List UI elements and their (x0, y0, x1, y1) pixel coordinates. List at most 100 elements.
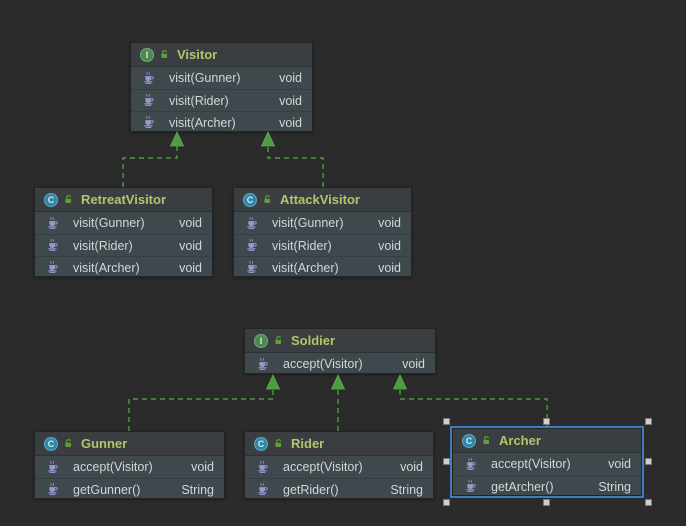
java-method-icon (45, 238, 60, 253)
node-title: AttackVisitor (280, 192, 360, 207)
inheritance-edge-attack-visitor-to-visitor (267, 146, 324, 187)
uml-node-body: accept(Visitor) void getArcher() String (453, 453, 641, 497)
uml-node-body: visit(Gunner) void visit(Rider) void (234, 212, 411, 278)
unlock-icon (273, 335, 284, 346)
selection-handle[interactable] (543, 418, 550, 425)
selection-handle[interactable] (645, 418, 652, 425)
method-row[interactable]: visit(Gunner) void (234, 212, 411, 234)
uml-node-header[interactable]: C Gunner (35, 432, 224, 456)
java-method-icon (45, 460, 60, 475)
interface-icon: I (140, 47, 154, 62)
uml-node-body: accept(Visitor) void getRider() String (245, 456, 433, 500)
java-method-icon (141, 115, 156, 130)
selection-handle[interactable] (443, 499, 450, 506)
inheritance-edge-gunner-to-soldier (128, 389, 274, 431)
method-return-type: void (400, 460, 423, 474)
kind-letter: C (257, 438, 265, 449)
java-method-icon (244, 216, 259, 231)
method-name: visit(Archer) (272, 260, 339, 275)
inheritance-arrowhead (392, 374, 408, 390)
kind-letter: C (246, 194, 254, 205)
method-name: visit(Archer) (73, 260, 140, 275)
class-icon: C (44, 436, 58, 451)
method-row[interactable]: visit(Archer) void (35, 256, 212, 278)
method-name: visit(Gunner) (272, 216, 344, 230)
java-method-icon (255, 482, 270, 497)
java-method-icon (463, 479, 478, 494)
uml-node-visitor[interactable]: I Visitor visit(Gunner) void (130, 42, 313, 132)
method-row[interactable]: getArcher() String (453, 475, 641, 497)
uml-node-body: visit(Gunner) void visit(Rider) void (131, 67, 312, 133)
class-icon: C (243, 192, 257, 207)
unlock-icon (159, 49, 170, 60)
inheritance-arrowhead (260, 131, 276, 147)
method-row[interactable]: visit(Gunner) void (35, 212, 212, 234)
uml-node-header[interactable]: C RetreatVisitor (35, 188, 212, 212)
java-method-icon (244, 260, 259, 275)
method-name: getRider() (283, 482, 339, 497)
method-row[interactable]: getGunner() String (35, 478, 224, 500)
uml-node-header[interactable]: C Archer (453, 429, 641, 453)
uml-node-rider[interactable]: C Rider accept(Visitor) void (244, 431, 434, 499)
method-row[interactable]: accept(Visitor) void (245, 456, 433, 478)
method-return-type: void (279, 93, 302, 108)
method-row[interactable]: visit(Gunner) void (131, 67, 312, 89)
method-name: accept(Visitor) (491, 457, 571, 471)
selection-handle[interactable] (543, 499, 550, 506)
kind-letter: C (47, 438, 55, 449)
unlock-icon (63, 438, 74, 449)
inheritance-arrowhead (265, 374, 281, 390)
method-row[interactable]: visit(Archer) void (234, 256, 411, 278)
uml-node-retreat-visitor[interactable]: C RetreatVisitor visit(Gunner) void (34, 187, 213, 277)
method-name: getGunner() (73, 482, 141, 497)
selection-handle[interactable] (645, 458, 652, 465)
uml-node-header[interactable]: I Visitor (131, 43, 312, 67)
method-return-type: String (181, 482, 214, 497)
interface-icon: I (254, 333, 268, 348)
method-return-type: void (179, 216, 202, 230)
uml-node-header[interactable]: I Soldier (245, 329, 435, 353)
kind-letter: C (47, 194, 55, 205)
inheritance-arrowhead (169, 131, 185, 147)
method-name: visit(Rider) (272, 238, 332, 253)
unlock-icon (481, 435, 492, 446)
uml-node-body: visit(Gunner) void visit(Rider) void (35, 212, 212, 278)
java-method-icon (255, 460, 270, 475)
method-return-type: void (179, 260, 202, 275)
uml-node-archer[interactable]: C Archer accept(Visitor) void (450, 426, 644, 498)
method-row[interactable]: visit(Rider) void (131, 89, 312, 111)
uml-node-header[interactable]: C AttackVisitor (234, 188, 411, 212)
method-name: visit(Rider) (169, 93, 229, 108)
kind-letter: I (259, 335, 263, 346)
method-row[interactable]: visit(Archer) void (131, 111, 312, 133)
uml-node-gunner[interactable]: C Gunner accept(Visitor) void (34, 431, 225, 499)
java-method-icon (141, 71, 156, 86)
uml-node-attack-visitor[interactable]: C AttackVisitor visit(Gunner) void (233, 187, 412, 277)
method-name: getArcher() (491, 479, 554, 494)
method-row[interactable]: visit(Rider) void (234, 234, 411, 256)
method-name: accept(Visitor) (283, 357, 363, 371)
node-title: RetreatVisitor (81, 192, 167, 207)
method-return-type: void (608, 457, 631, 471)
node-title: Gunner (81, 436, 128, 451)
method-return-type: void (279, 115, 302, 130)
java-method-icon (463, 457, 478, 472)
method-row[interactable]: accept(Visitor) void (453, 453, 641, 475)
uml-node-soldier[interactable]: I Soldier accept(Visitor) void (244, 328, 436, 374)
uml-node-header[interactable]: C Rider (245, 432, 433, 456)
class-icon: C (44, 192, 58, 207)
method-row[interactable]: accept(Visitor) void (35, 456, 224, 478)
method-row[interactable]: getRider() String (245, 478, 433, 500)
method-return-type: String (598, 479, 631, 494)
node-title: Rider (291, 436, 325, 451)
selection-handle[interactable] (443, 458, 450, 465)
selection-handle[interactable] (645, 499, 652, 506)
method-return-type: void (279, 71, 302, 85)
selection-handle[interactable] (443, 418, 450, 425)
method-row[interactable]: visit(Rider) void (35, 234, 212, 256)
inheritance-edge-archer-to-soldier (399, 389, 548, 428)
method-row[interactable]: accept(Visitor) void (245, 353, 435, 375)
java-method-icon (244, 238, 259, 253)
method-return-type: void (378, 260, 401, 275)
